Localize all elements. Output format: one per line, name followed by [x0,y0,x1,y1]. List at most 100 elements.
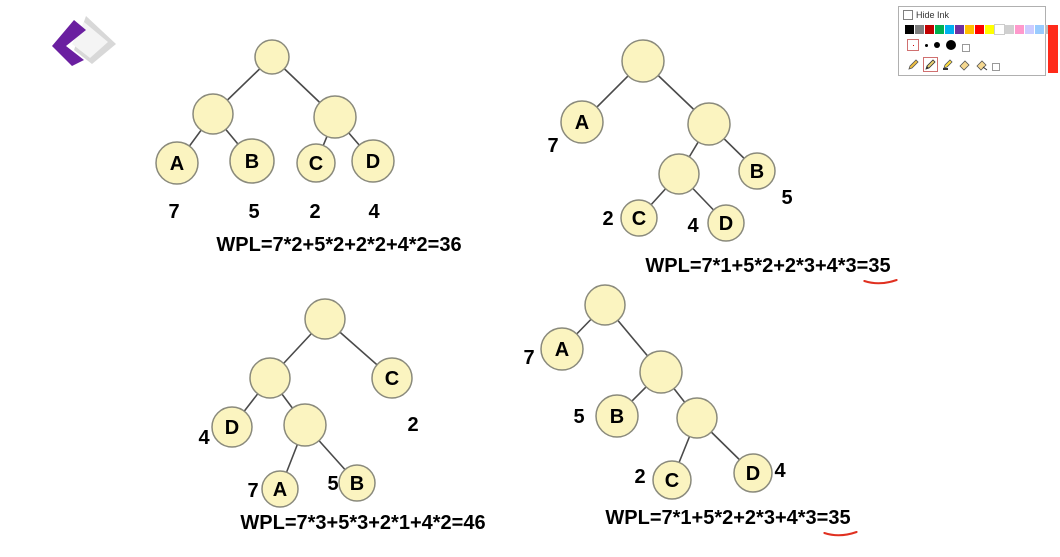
node-label: B [750,161,764,183]
pencil-icon[interactable] [907,58,920,71]
node-circle [621,39,665,83]
color-swatch[interactable] [915,25,924,34]
node-label: A [555,339,569,361]
node-label: C [309,153,323,175]
color-swatch[interactable] [925,25,934,34]
color-swatch[interactable] [1015,25,1024,34]
node-label: D [719,213,733,235]
clear-ink-icon[interactable] [975,58,988,71]
leaf-node-C: C [371,357,413,399]
internal-node [639,350,683,394]
node-circle [371,357,413,399]
color-swatch[interactable] [994,24,1005,35]
node-weight: 4 [687,215,699,237]
node-circle [687,102,731,146]
leaf-node-D: D [733,453,773,493]
node-weight: 4 [368,201,380,223]
leaf-node-D: D [351,139,395,183]
node-circle [584,284,626,326]
pen-size-custom[interactable] [907,39,919,51]
hide-ink-row[interactable]: Hide Ink [903,10,949,20]
leaf-node-B: B [338,464,376,502]
app-logo-icon [52,16,116,66]
leaf-node-A: A [560,100,604,144]
internal-node [254,39,290,75]
wpl-formula-expression: WPL=7*1+5*2+2*3+4*3= [645,255,868,277]
ink-underline [863,279,898,285]
internal-node [283,403,327,447]
node-circle [211,406,253,448]
wpl-formula: WPL=7*1+5*2+2*3+4*3=35 [605,507,850,529]
internal-node [584,284,626,326]
wpl-formula-result: 35 [828,507,850,529]
internal-node [621,39,665,83]
internal-node [304,298,346,340]
node-weight: 2 [634,466,645,488]
pen-size-large[interactable] [946,40,956,50]
leaf-node-C: C [296,143,336,183]
node-label: D [366,151,380,173]
highlighter-icon[interactable] [941,58,954,71]
color-swatch[interactable] [985,25,994,34]
node-circle [540,327,584,371]
node-circle [639,350,683,394]
node-weight: 2 [602,208,613,230]
node-label: A [273,479,287,501]
node-circle [733,453,773,493]
leaf-node-A: A [261,470,299,508]
eraser-icon[interactable] [958,58,971,71]
node-circle [249,357,291,399]
internal-node [687,102,731,146]
wpl-formula: WPL=7*1+5*2+2*3+4*3=35 [645,255,890,277]
color-swatch[interactable] [1025,25,1034,34]
node-label: B [610,406,624,428]
node-weight: 7 [523,347,534,369]
ink-tool-option-checkbox[interactable] [992,63,1000,71]
wpl-formula-result: 35 [868,255,890,277]
color-swatch[interactable] [975,25,984,34]
node-weight: 4 [774,460,786,482]
node-circle [338,464,376,502]
node-label: A [575,112,589,134]
color-swatch[interactable] [965,25,974,34]
node-label: B [350,473,364,495]
color-swatch[interactable] [1035,25,1044,34]
leaf-node-B: B [738,152,776,190]
leaf-node-C: C [652,460,692,500]
color-swatch[interactable] [955,25,964,34]
node-label: D [225,417,239,439]
hide-ink-label: Hide Ink [916,10,950,20]
node-weight: 2 [407,414,418,436]
internal-node [676,397,718,439]
node-label: A [170,153,184,175]
ink-tool-row [907,56,1000,72]
node-circle [652,460,692,500]
color-swatch[interactable] [935,25,944,34]
color-swatch[interactable] [1005,25,1014,34]
node-weight: 2 [309,201,320,223]
pen-size-row [907,38,970,52]
pen-icon[interactable] [923,56,938,72]
pen-size-option-checkbox[interactable] [962,44,970,52]
node-label: C [632,208,646,230]
node-circle [676,397,718,439]
node-circle [658,153,700,195]
leaf-node-B: B [229,138,275,184]
node-weight: 7 [547,135,558,157]
hide-ink-checkbox[interactable] [903,10,913,20]
node-label: C [665,470,679,492]
node-circle [296,143,336,183]
leaf-node-A: A [155,141,199,185]
color-swatch[interactable] [945,25,954,34]
node-label: C [385,368,399,390]
color-swatch[interactable] [905,25,914,34]
pen-size-medium[interactable] [934,42,940,48]
ink-underline [823,531,858,537]
pen-size-small[interactable] [925,43,928,47]
node-circle [229,138,275,184]
current-pen-color-bar [1048,25,1058,73]
